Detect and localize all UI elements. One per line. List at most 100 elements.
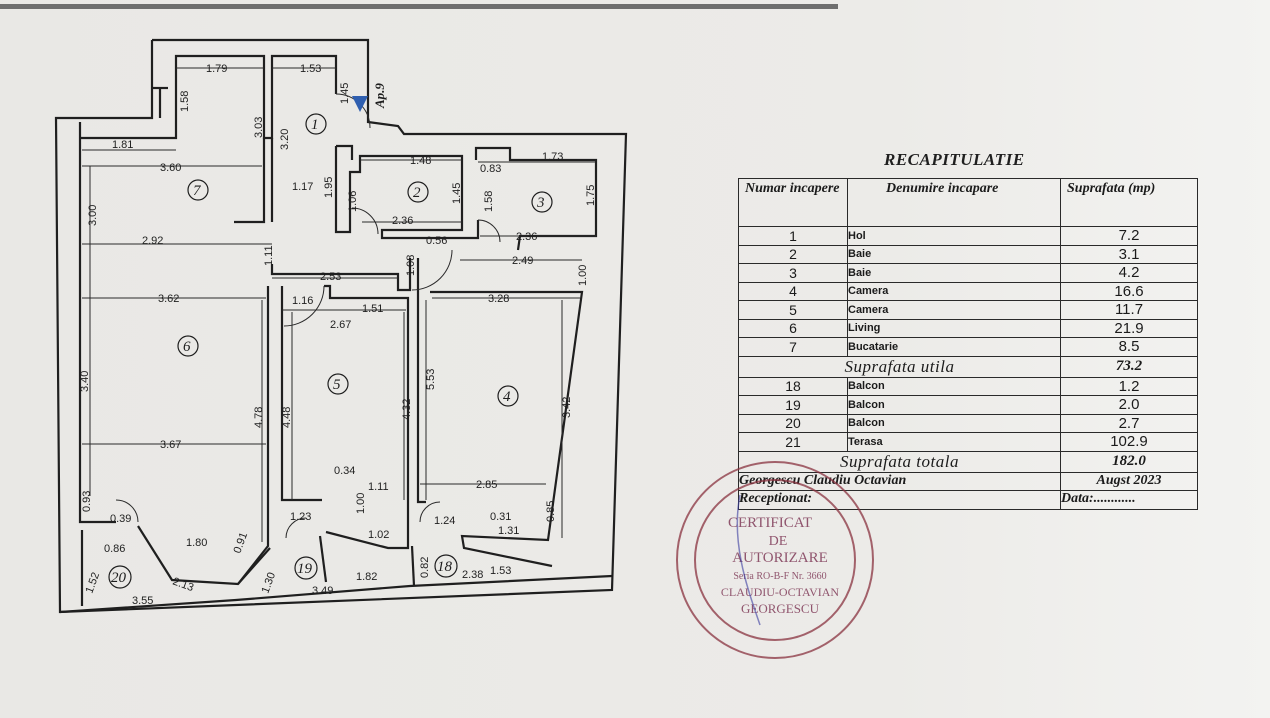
cell-area: 7.2 — [1060, 226, 1198, 246]
stamp-line: GEORGESCU — [741, 601, 820, 616]
cell-area: 16.6 — [1060, 281, 1198, 301]
dimension-label: 0.39 — [110, 513, 131, 525]
dimension-label: 1.58 — [179, 91, 191, 112]
dimension-label: 1.00 — [577, 265, 589, 286]
cell-nr: 5 — [738, 300, 848, 320]
dimension-label: 2.36 — [516, 231, 537, 243]
dimension-label: 1.75 — [585, 185, 597, 206]
dimension-label: 4.78 — [253, 407, 265, 428]
cell-nr: 2 — [738, 244, 848, 264]
dimension-label: 1.48 — [410, 155, 431, 167]
dimension-label: 1.31 — [498, 525, 519, 537]
cell-area: 11.7 — [1060, 300, 1198, 320]
dimension-label: 2.92 — [142, 235, 163, 247]
dimension-label: 3.03 — [253, 117, 265, 138]
dimension-label: 0.83 — [480, 163, 501, 175]
author-date: Augst 2023 — [1060, 471, 1198, 491]
dimension-label: 4.32 — [401, 399, 413, 420]
cell-nr: 1 — [738, 226, 848, 246]
room-number: 2 — [413, 185, 421, 201]
dimension-label: 1.11 — [368, 481, 389, 493]
dimension-label: 4.48 — [281, 407, 293, 428]
dimension-label: 1.30 — [260, 571, 279, 595]
cell-nr: 21 — [738, 432, 848, 452]
reception-row: Receptionat: Data:............ — [738, 490, 1198, 510]
room-number: 4 — [503, 389, 511, 405]
room-number: 20 — [111, 570, 127, 586]
dimension-label: 1.08 — [405, 255, 417, 276]
totala-value: 182.0 — [1060, 450, 1198, 473]
stamp-line: AUTORIZARE — [732, 550, 828, 566]
dimension-label: 1.58 — [483, 191, 495, 212]
cell-name: Camera — [847, 281, 1061, 301]
dimension-label: 2.67 — [330, 319, 351, 331]
dimension-labels: 1.79 1.53 1.58 1.45 3.03 3.20 1.81 3.60 … — [79, 63, 597, 607]
dimension-label: 1.23 — [290, 511, 311, 523]
dimension-label: 3.55 — [132, 595, 153, 607]
dimension-label: 1.02 — [368, 529, 389, 541]
cell-name: Living — [847, 318, 1061, 338]
total-row: Suprafata totala 182.0 — [738, 450, 1198, 473]
cell-area: 1.2 — [1060, 376, 1198, 396]
stamp-line: CLAUDIU-OCTAVIAN — [721, 585, 839, 599]
dimension-label: 5.53 — [425, 369, 437, 390]
dimension-label: 0.82 — [419, 557, 431, 578]
cell-name: Balcon — [847, 376, 1061, 396]
dimension-label: 2.85 — [476, 479, 497, 491]
cell-nr: 20 — [738, 413, 848, 433]
dimension-label: 2.13 — [171, 576, 195, 595]
cell-area: 3.1 — [1060, 244, 1198, 264]
dimension-label: 1.81 — [112, 139, 133, 151]
dimension-label: 0.85 — [545, 501, 557, 522]
cell-name: Hol — [847, 226, 1061, 246]
recap-title: RECAPITULATIE — [884, 150, 1025, 169]
dimension-label: 2.38 — [462, 569, 483, 581]
room-number: 1 — [311, 117, 319, 133]
dimension-label: 3.40 — [79, 371, 91, 392]
dimension-label: 2.49 — [512, 255, 533, 267]
room-number: 6 — [183, 339, 191, 355]
cell-name: Balcon — [847, 413, 1061, 433]
stamp-line: DE — [769, 534, 788, 549]
utila-label: Suprafata utila — [738, 355, 1061, 378]
stamp-line: CERTIFICAT — [728, 515, 812, 531]
cell-area: 21.9 — [1060, 318, 1198, 338]
stamp-line: Seria RO-B-F Nr. 3660 — [733, 571, 826, 582]
dimension-label: 0.91 — [232, 531, 251, 555]
recap-table: Numar incapere Denumire incapare Suprafa… — [738, 178, 1198, 510]
dimension-label: 1.00 — [355, 493, 367, 514]
dimension-label: 2.53 — [320, 271, 341, 283]
header-suprafata: Suprafata (mp) — [1060, 178, 1198, 227]
dimension-label: 1.82 — [356, 571, 377, 583]
cell-nr: 18 — [738, 376, 848, 396]
dimension-label: 3.49 — [312, 585, 333, 597]
dimension-label: 1.95 — [323, 177, 335, 198]
room-number: 19 — [297, 561, 313, 577]
utila-value: 73.2 — [1060, 355, 1198, 378]
top-edge-bar — [0, 4, 838, 9]
cell-name: Camera — [847, 300, 1061, 320]
dimension-label: 1.24 — [434, 515, 455, 527]
table-header-row: Numar incapere Denumire incapare Suprafa… — [738, 178, 1198, 227]
header-denumire: Denumire incapare — [847, 178, 1061, 227]
room-number: 5 — [333, 377, 341, 393]
dimension-label: 1.11 — [263, 245, 275, 266]
cell-nr: 4 — [738, 281, 848, 301]
cell-name: Bucatarie — [847, 337, 1061, 357]
dimension-label: 3.62 — [158, 293, 179, 305]
dimension-label: 3.00 — [87, 205, 99, 226]
room-number: 7 — [193, 183, 202, 199]
cell-area: 2.0 — [1060, 395, 1198, 415]
cell-name: Balcon — [847, 395, 1061, 415]
subtotal-row: Suprafata utila 73.2 — [738, 355, 1198, 378]
dimension-label: 0.34 — [334, 465, 355, 477]
totala-label: Suprafata totala — [738, 450, 1061, 473]
header-numar: Numar incapere — [738, 178, 848, 227]
